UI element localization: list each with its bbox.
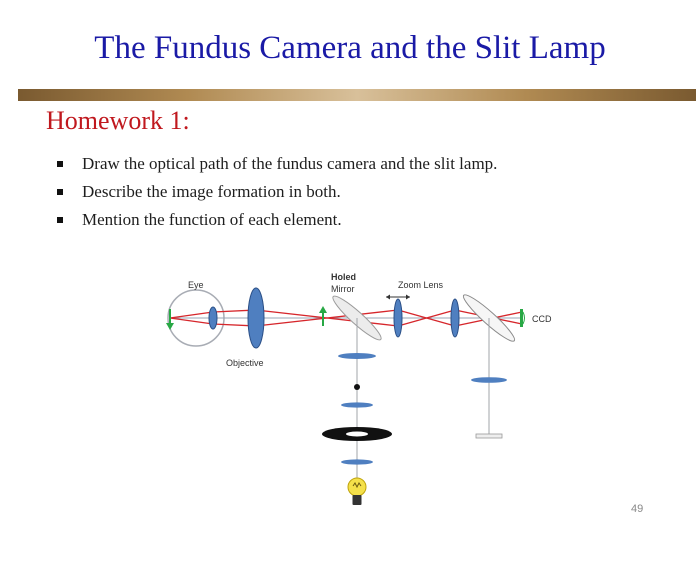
list-item: Mention the function of each element. bbox=[57, 206, 497, 234]
list-item: Describe the image formation in both. bbox=[57, 178, 497, 206]
illumination-lens-1 bbox=[338, 353, 376, 359]
aperture-stop bbox=[354, 384, 360, 390]
illumination-lens-2 bbox=[341, 402, 373, 408]
eye-lens bbox=[208, 306, 218, 330]
retina-arrow-head-icon bbox=[166, 323, 174, 330]
intermediate-arrow-head-icon bbox=[319, 306, 327, 313]
bullet-icon bbox=[57, 161, 63, 167]
bullet-icon bbox=[57, 217, 63, 223]
homework-list: Draw the optical path of the fundus came… bbox=[57, 150, 497, 234]
eye-label: Eye bbox=[188, 280, 204, 290]
ray bbox=[255, 309, 399, 327]
annulus-center bbox=[346, 431, 368, 437]
list-item: Draw the optical path of the fundus came… bbox=[57, 150, 497, 178]
zoom-lens-2 bbox=[450, 298, 460, 338]
arrow-right-icon bbox=[406, 294, 410, 300]
slide-title: The Fundus Camera and the Slit Lamp bbox=[94, 30, 606, 66]
ray bbox=[169, 311, 214, 319]
ccd-label: CCD bbox=[532, 314, 552, 324]
viewing-screen bbox=[475, 433, 503, 439]
viewing-lens bbox=[471, 377, 507, 383]
arrow-left-icon bbox=[386, 294, 390, 300]
condenser-lens bbox=[341, 459, 373, 465]
zoom-lens-label: Zoom Lens bbox=[398, 280, 444, 290]
list-item-text: Describe the image formation in both. bbox=[82, 182, 341, 201]
ray bbox=[169, 317, 214, 325]
ray bbox=[397, 309, 456, 327]
holed-mirror-label: Holed bbox=[331, 272, 356, 282]
ccd-sensor bbox=[520, 309, 523, 327]
lamp-base-icon bbox=[352, 495, 362, 505]
objective-lens bbox=[247, 287, 265, 349]
lamp-filament-icon bbox=[352, 482, 362, 489]
title-divider bbox=[18, 89, 696, 101]
list-item-text: Mention the function of each element. bbox=[82, 210, 342, 229]
homework-heading: Homework 1: bbox=[46, 106, 190, 135]
list-item-text: Draw the optical path of the fundus came… bbox=[82, 154, 498, 173]
bullet-icon bbox=[57, 189, 63, 195]
page-number: 49 bbox=[631, 503, 644, 515]
zoom-lens-1 bbox=[393, 298, 403, 338]
objective-label: Objective bbox=[226, 358, 264, 368]
holed-mirror-label-2: Mirror bbox=[331, 284, 355, 294]
ccd-image-mark bbox=[522, 311, 525, 325]
